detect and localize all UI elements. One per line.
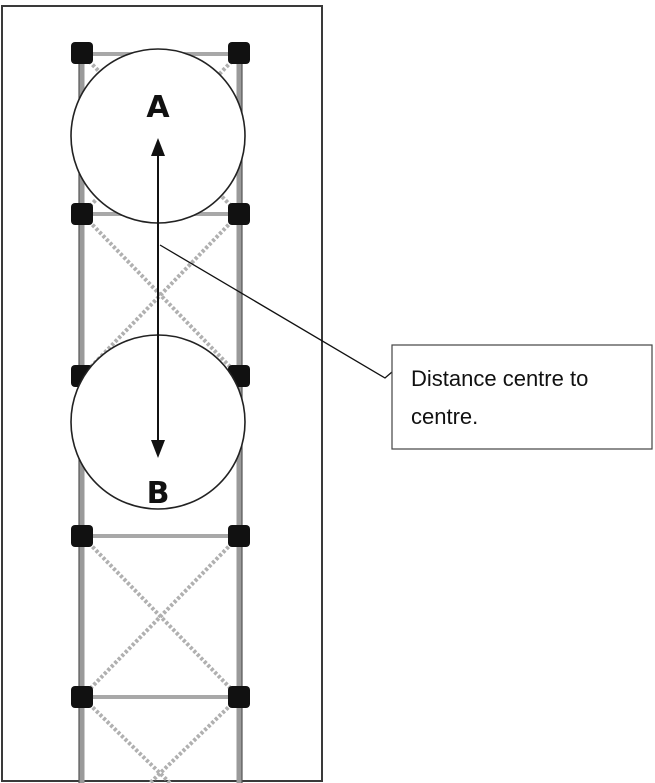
distance-arrow <box>151 138 165 458</box>
joint-left-5 <box>71 686 93 708</box>
circle-b-label: B <box>147 476 170 511</box>
diagram-frame <box>1 5 323 782</box>
callout-text-line1: Distance centre to <box>411 366 588 391</box>
joint-left-4 <box>71 525 93 547</box>
brace-1b <box>80 212 241 378</box>
joint-right-1 <box>228 42 250 64</box>
joint-right-5 <box>228 686 250 708</box>
joint-right-4 <box>228 525 250 547</box>
brace-3b <box>148 695 241 783</box>
callout-leader-line <box>159 244 393 379</box>
circle-a-label: A <box>146 90 170 125</box>
arrow-up-icon <box>151 138 165 156</box>
brace-2b <box>80 534 241 699</box>
joint-left-1 <box>71 42 93 64</box>
joint-left-2 <box>71 203 93 225</box>
brace-3a <box>80 695 172 783</box>
callout-text-line2: centre. <box>411 404 478 429</box>
arrow-down-icon <box>151 440 165 458</box>
callout-box <box>391 344 653 450</box>
joint-right-2 <box>228 203 250 225</box>
